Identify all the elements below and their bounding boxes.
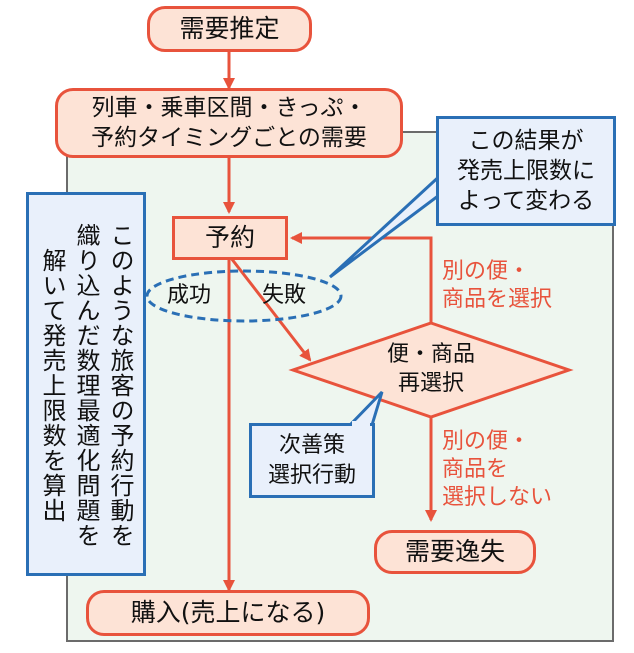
next-best-line1: 次善策	[278, 432, 345, 458]
next-best-callout-seam	[352, 421, 370, 427]
other-selected-line2: 商品を選択	[442, 287, 553, 312]
result-callout-line2: 発売上限数に	[457, 158, 595, 184]
reselect-line1: 便・商品	[386, 342, 475, 367]
other-not-selected-label: 別の便・ 商品を 選択しない	[442, 428, 552, 512]
success-label: 成功	[167, 283, 212, 308]
success-failure-ellipse	[145, 269, 343, 323]
reservation-node: 予約	[172, 216, 288, 260]
purchase-label: 購入(売上になる)	[130, 598, 326, 627]
reservation-label: 予約	[204, 223, 255, 252]
reselect-diamond	[288, 321, 574, 419]
result-callout-seam	[446, 170, 468, 176]
side-note-col2: 織り込んだ数理最適化問題を	[72, 222, 100, 548]
result-callout-line1: この結果が	[468, 128, 584, 154]
arrow-failure-to-reselect	[229, 257, 312, 362]
next-best-callout: 次善策 選択行動	[249, 423, 375, 498]
side-note-box: このような旅客の予約行動を 織り込んだ数理最適化問題を 解いて発売上限数を算出	[26, 192, 146, 576]
reselect-line2: 再選択	[397, 371, 464, 396]
demand-loss-label: 需要逸失	[404, 537, 505, 566]
other-not-selected-line1: 別の便・	[442, 429, 531, 454]
demand-loss-node: 需要逸失	[374, 530, 536, 574]
other-not-selected-line2: 商品を	[442, 457, 509, 482]
other-selected-line1: 別の便・	[442, 259, 531, 284]
result-callout-line3: よって変わる	[457, 188, 595, 214]
reselect-label: 便・商品 再選択	[331, 340, 531, 398]
arrow-reselect-to-reservation	[290, 232, 433, 323]
segment-demand-line1: 列車・乗車区間・きっぷ・	[91, 95, 367, 121]
segment-demand-node: 列車・乗車区間・きっぷ・ 予約タイミングごとの需要	[55, 88, 403, 158]
demand-estimation-label: 需要推定	[179, 14, 280, 43]
segment-demand-line2: 予約タイミングごとの需要	[91, 125, 367, 151]
other-selected-label: 別の便・ 商品を選択	[442, 258, 552, 314]
demand-estimation-node: 需要推定	[147, 6, 312, 52]
purchase-node: 購入(売上になる)	[86, 590, 370, 636]
side-note-text: このような旅客の予約行動を 織り込んだ数理最適化問題を 解いて発売上限数を算出	[35, 209, 137, 561]
result-callout: この結果が 発売上限数に よって変わる	[436, 116, 616, 226]
failure-label: 失敗	[262, 283, 307, 308]
side-note-col3: 解いて発売上限数を算出	[38, 247, 66, 523]
next-best-line2: 選択行動	[267, 462, 356, 488]
side-note-col1: このような旅客の予約行動を	[106, 222, 134, 548]
other-not-selected-line3: 選択しない	[442, 485, 553, 510]
